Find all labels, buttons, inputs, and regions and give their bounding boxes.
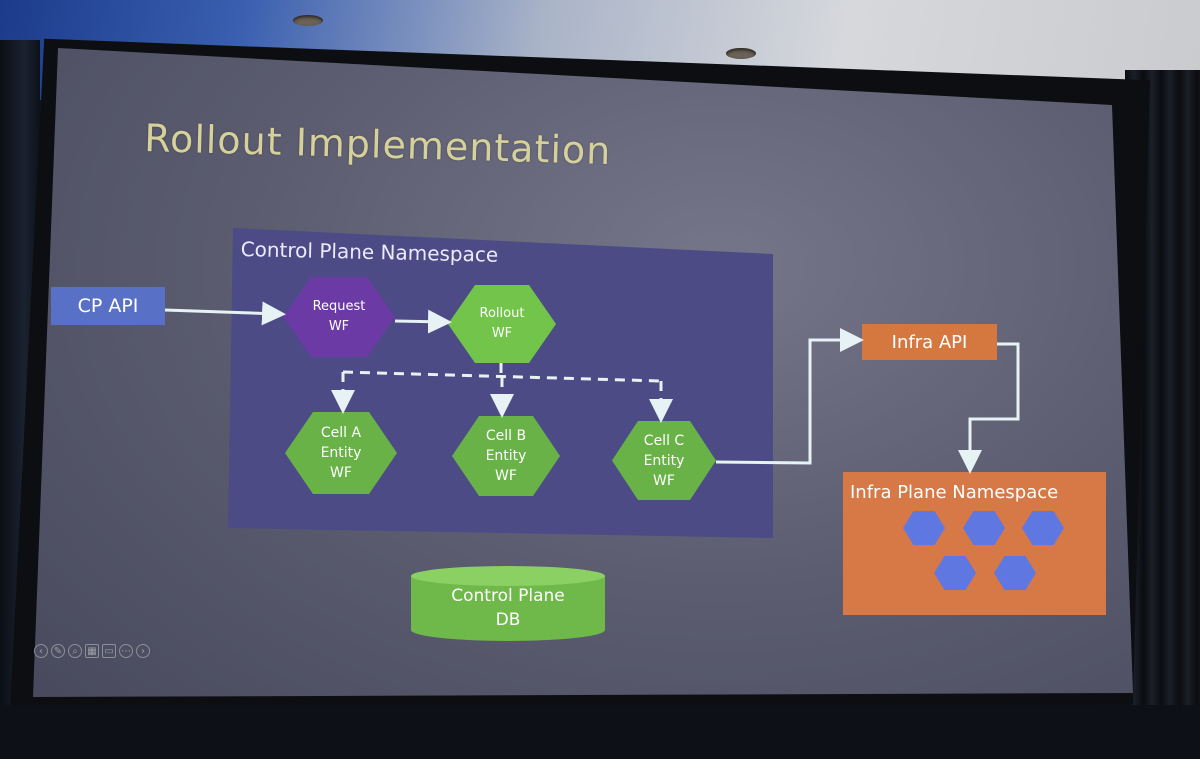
db-label-line1: Control Plane <box>451 586 565 606</box>
cell-b-line2: Entity <box>485 448 527 464</box>
cell-b-entity-wf-hex: Cell B Entity WF <box>452 416 560 496</box>
ceiling-light <box>293 15 323 26</box>
slides-grid-icon[interactable]: ▦ <box>85 644 99 658</box>
rollout-wf-hex: Rollout WF <box>448 285 556 363</box>
infra-api-box: Infra API <box>862 324 997 360</box>
cp-api-label: CP API <box>77 295 139 317</box>
cp-api-box: CP API <box>51 287 165 325</box>
infra-node-hex <box>963 511 1005 545</box>
infra-node-hex <box>1022 511 1064 545</box>
rollout-wf-line2: WF <box>491 326 513 341</box>
cell-c-line3: WF <box>653 472 675 489</box>
cell-a-line2: Entity <box>320 445 362 461</box>
control-plane-db-label: Control Plane DB <box>411 584 605 632</box>
control-plane-db-cylinder <box>411 566 605 641</box>
cell-a-line3: WF <box>330 465 352 481</box>
ceiling-light <box>726 48 756 59</box>
cell-b-line3: WF <box>495 468 517 484</box>
dashed-fanout <box>331 363 673 423</box>
subtitles-icon[interactable]: ▭ <box>102 644 116 658</box>
arrow-cp-api-to-request <box>164 301 286 326</box>
rollout-wf-line1: Rollout <box>479 306 525 321</box>
infra-node-hex <box>903 511 945 545</box>
infra-api-label: Infra API <box>891 331 968 353</box>
request-wf-line1: Request <box>312 299 366 314</box>
request-wf-line2: WF <box>328 319 350 334</box>
cell-a-line1: Cell A <box>320 425 362 441</box>
arrow-infra-api-to-infra-plane <box>958 342 1020 474</box>
cell-c-line2: Entity <box>643 452 685 469</box>
infra-plane-namespace-label: Infra Plane Namespace <box>850 482 1059 503</box>
infra-node-hex <box>934 556 976 590</box>
room-floor <box>0 705 1200 759</box>
cell-c-line1: Cell C <box>643 432 685 449</box>
pen-icon[interactable]: ✎ <box>51 644 65 658</box>
cell-b-line1: Cell B <box>485 428 527 444</box>
next-icon[interactable]: › <box>136 644 150 658</box>
previous-icon[interactable]: ‹ <box>34 644 48 658</box>
infra-node-hex <box>994 556 1036 590</box>
arrow-request-to-rollout <box>394 309 452 334</box>
arrow-cell-c-to-infra-api <box>715 328 864 465</box>
presenter-toolbar[interactable]: ‹ ✎ ⌕ ▦ ▭ ⋯ › <box>34 644 150 658</box>
more-icon[interactable]: ⋯ <box>119 644 133 658</box>
zoom-icon[interactable]: ⌕ <box>68 644 82 658</box>
db-label-line2: DB <box>495 610 521 630</box>
